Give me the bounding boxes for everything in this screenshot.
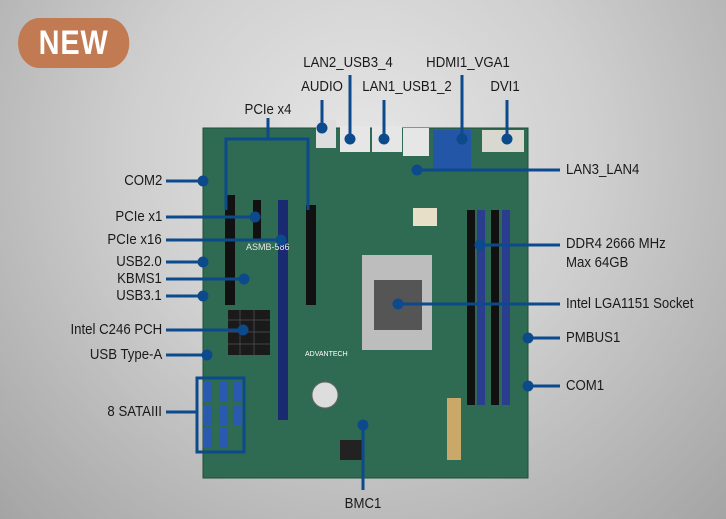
sata-ports: [203, 382, 241, 448]
pcie-x4-slot-b: [306, 205, 316, 305]
new-badge: NEW: [18, 18, 130, 68]
label-com1: COM1: [566, 377, 605, 394]
brand-text: ADVANTECH: [305, 351, 348, 358]
label-pcie-x1: PCIe x1: [115, 208, 162, 225]
label-sata: 8 SATAIII: [107, 403, 162, 420]
label-lan2-usb3-4: LAN2_USB3_4: [303, 54, 393, 71]
label-intel-c246-pch: Intel C246 PCH: [70, 321, 162, 338]
label-pmbus1: PMBUS1: [566, 329, 621, 346]
label-audio: AUDIO: [301, 78, 343, 95]
label-dvi1: DVI1: [490, 78, 520, 95]
atx-power-connector: [447, 398, 461, 460]
board-model-text: ASMB-586: [246, 242, 290, 252]
label-usb2: USB2.0: [116, 253, 162, 270]
pcie-x16-slot: [278, 200, 288, 420]
label-usb3-1: USB3.1: [116, 287, 162, 304]
label-lan1-usb1-2: LAN1_USB1_2: [362, 78, 452, 95]
label-usb-type-a: USB Type-A: [89, 346, 162, 363]
dimm-slots: [467, 210, 510, 405]
label-pcie-x4: PCIe x4: [244, 101, 292, 118]
cpu-power-connector: [413, 208, 437, 226]
label-lan3-lan4: LAN3_LAN4: [566, 161, 640, 178]
callout-lines: [166, 75, 560, 490]
cmos-battery: [311, 381, 339, 409]
label-pcie-x16: PCIe x16: [107, 231, 162, 248]
label-ddr4: DDR4 2666 MHz: [566, 235, 666, 252]
pcie-x4-slot-a: [225, 195, 235, 305]
bmc-chip: [340, 440, 362, 460]
lan3-lan4-port: [403, 128, 429, 156]
label-hdmi1-vga1: HDMI1_VGA1: [426, 54, 510, 71]
label-cpu-socket: Intel LGA1151 Socket: [566, 295, 694, 312]
label-ddr4-max: Max 64GB: [566, 254, 629, 271]
label-bmc1: BMC1: [344, 495, 382, 512]
label-com2: COM2: [123, 172, 162, 189]
label-kbms1: KBMS1: [117, 270, 162, 287]
